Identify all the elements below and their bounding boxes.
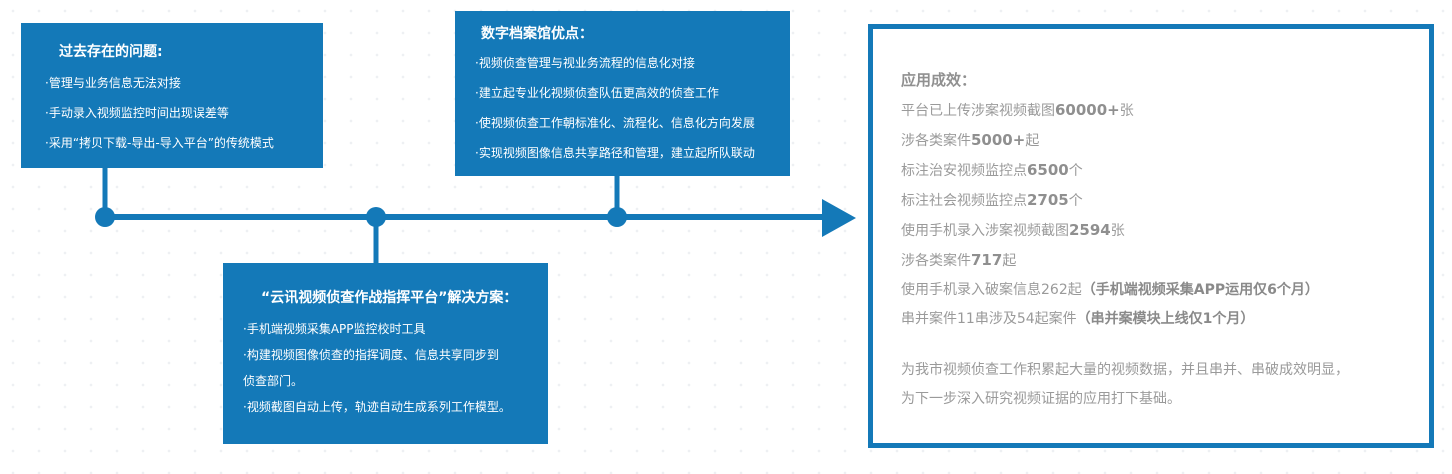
results-line-text: 涉各类案件 — [901, 133, 971, 149]
advantages-box: 数字档案馆优点： ·视频侦查管理与视业务流程的信息化对接 ·建立起专业化视频侦查… — [455, 11, 790, 176]
results-line-number: 5000+ — [971, 131, 1026, 149]
timeline-node-problems — [95, 207, 115, 227]
results-line-text: 平台已上传涉案视频截图 — [901, 103, 1055, 119]
solution-item: ·手机端视频采集APP监控校时工具 — [243, 322, 426, 336]
solution-item: 侦查部门。 — [243, 374, 304, 388]
advantages-item: ·使视频侦查工作朝标准化、流程化、信息化方向发展 — [475, 116, 755, 130]
results-line-number: 717 — [971, 251, 1003, 269]
results-line-unit: 个 — [1068, 193, 1083, 209]
problems-item: ·管理与业务信息无法对接 — [45, 76, 181, 90]
results-line-number: 2705 — [1027, 191, 1069, 209]
timeline-node-advantages — [607, 207, 627, 227]
advantages-item: ·建立起专业化视频侦查队伍更高效的侦查工作 — [475, 86, 719, 100]
solution-item: ·视频截图自动上传，轨迹自动生成系列工作模型。 — [243, 400, 511, 414]
solution-box: “云讯视频侦查作战指挥平台”解决方案： ·手机端视频采集APP监控校时工具 ·构… — [223, 263, 548, 444]
advantages-item: ·视频侦查管理与视业务流程的信息化对接 — [475, 56, 695, 70]
results-line-text: 涉各类案件 — [901, 253, 971, 269]
arrow-head-icon — [822, 199, 856, 237]
results-line: 标注治安视频监控点6500个 — [901, 160, 1429, 181]
results-line: 平台已上传涉案视频截图60000+张 — [901, 100, 1429, 121]
solution-title: “云讯视频侦查作战指挥平台”解决方案： — [261, 290, 518, 306]
results-panel: 应用成效： 平台已上传涉案视频截图60000+张 涉各类案件5000+起 标注治… — [868, 24, 1434, 448]
problems-box: 过去存在的问题: ·管理与业务信息无法对接 ·手动录入视频监控时间出现误差等 ·… — [21, 23, 323, 168]
results-line-unit: 起 — [1002, 253, 1017, 269]
problems-item: ·采用“拷贝下载-导出-导入平台”的传统模式 — [45, 136, 274, 150]
results-line-number: 2594 — [1069, 221, 1111, 239]
advantages-item: ·实现视频图像信息共享路径和管理，建立起所队联动 — [475, 146, 755, 160]
results-line-number: 6500 — [1027, 161, 1069, 179]
results-line-unit: 个 — [1068, 163, 1083, 179]
results-line-note: （串并案模块上线仅1个月） — [1076, 311, 1255, 327]
results-line: 涉各类案件5000+起 — [901, 130, 1429, 151]
results-line-unit: 张 — [1119, 103, 1134, 119]
results-summary: 为下一步深入研究视频证据的应用打下基础。 — [901, 391, 1181, 407]
results-line-text: 串并案件11串涉及54起案件 — [901, 311, 1077, 327]
results-line-number: 60000+ — [1055, 101, 1120, 119]
results-line-text: 标注社会视频监控点 — [901, 193, 1027, 209]
problems-item: ·手动录入视频监控时间出现误差等 — [45, 106, 229, 120]
results-line-text: 使用手机录入破案信息262起 — [901, 282, 1082, 298]
results-line: 使用手机录入涉案视频截图2594张 — [901, 220, 1429, 241]
results-line: 涉各类案件717起 — [901, 250, 1429, 271]
advantages-title: 数字档案馆优点： — [481, 26, 593, 42]
results-line: 串并案件11串涉及54起案件（串并案模块上线仅1个月） — [901, 309, 1429, 329]
results-line-note: （手机端视频采集APP运用仅6个月） — [1081, 282, 1319, 298]
timeline-node-solution — [366, 207, 386, 227]
results-summary: 为我市视频侦查工作积累起大量的视频数据，并且串并、串破成效明显， — [901, 362, 1349, 378]
results-line-text: 使用手机录入涉案视频截图 — [901, 223, 1069, 239]
results-line: 使用手机录入破案信息262起（手机端视频采集APP运用仅6个月） — [901, 280, 1429, 300]
results-title: 应用成效： — [901, 71, 977, 89]
solution-item: ·构建视频图像侦查的指挥调度、信息共享同步到 — [243, 348, 499, 362]
results-line-unit: 起 — [1025, 133, 1040, 149]
results-line-text: 标注治安视频监控点 — [901, 163, 1027, 179]
problems-title: 过去存在的问题: — [59, 44, 163, 60]
results-line: 标注社会视频监控点2705个 — [901, 190, 1429, 211]
results-line-unit: 张 — [1110, 223, 1125, 239]
